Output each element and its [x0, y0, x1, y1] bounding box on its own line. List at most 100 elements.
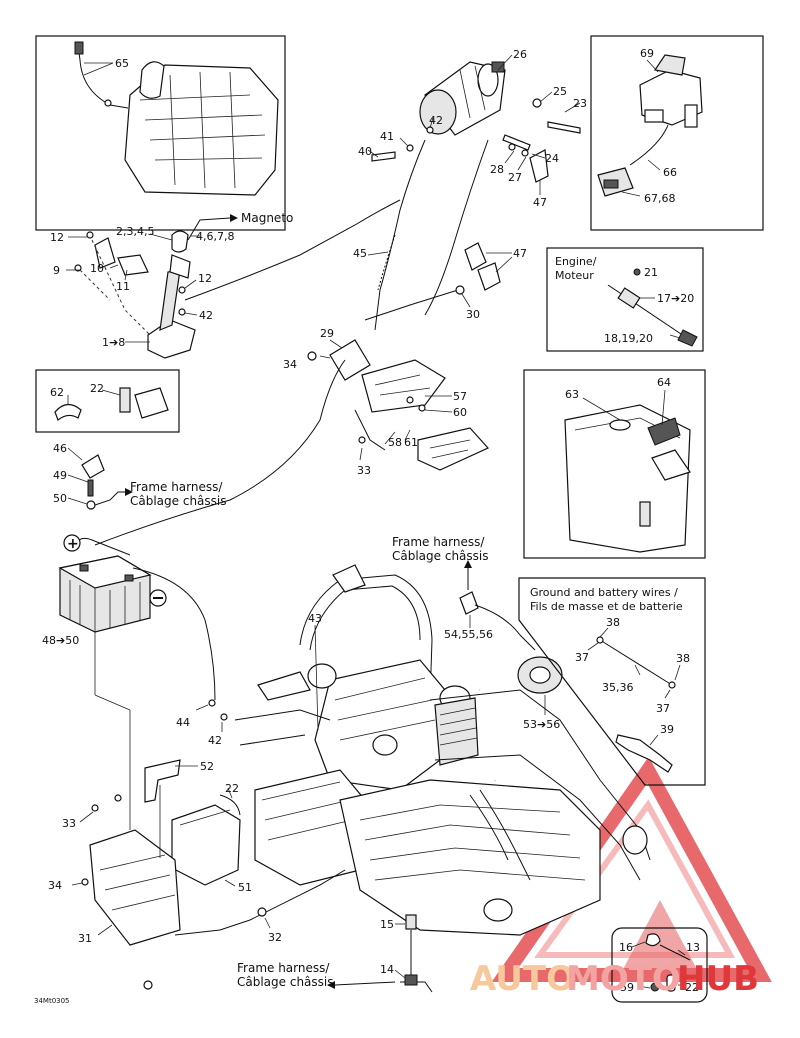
callout-47-top: 47	[533, 196, 547, 209]
callout-42-top: 42	[429, 114, 443, 127]
label-moteur: Moteur	[555, 269, 594, 282]
callout-42-mid: 42	[199, 309, 213, 322]
callout-31: 31	[78, 932, 92, 945]
box-clips-62-22: 62 22	[35, 369, 180, 433]
callout-39: 39	[660, 723, 674, 736]
callout-52: 52	[200, 760, 214, 773]
sensor-14-15: 15 14 Frame harness/ Câblage châssis	[237, 914, 433, 993]
figure-code: 34Mt0305	[34, 997, 70, 1005]
callout-40: 40	[358, 145, 372, 158]
label-cablage-chassis-1: Câblage châssis	[130, 494, 227, 508]
callout-14: 14	[380, 963, 394, 976]
label-frame-harness-2: Frame harness/	[392, 535, 485, 549]
positive-terminal-icon	[63, 534, 81, 552]
battery-holder-assembly: 52 22 51 33 34 31 32	[48, 759, 346, 990]
svg-text:+: +	[67, 536, 79, 552]
watermark-moto: MOTO	[566, 959, 681, 999]
label-fils-masse: Fils de masse et de batterie	[530, 600, 683, 613]
callout-37-b: 37	[656, 702, 670, 715]
callout-35-36: 35,36	[602, 681, 634, 694]
starter-assembly: 26 25 23 42 41 40 28 27 24 47	[358, 48, 587, 331]
callout-66: 66	[663, 166, 677, 179]
callout-10: 10	[90, 262, 104, 275]
label-engine: Engine/	[555, 255, 597, 268]
label-magneto: Magneto	[241, 211, 293, 225]
callout-18-19-20: 18,19,20	[604, 332, 653, 345]
watermark-auto: AUTO	[470, 959, 575, 999]
callout-9: 9	[53, 264, 60, 277]
regulator-bracket-assembly: 12 2,3,4,5 Magneto 4,6,7,8 9 10 11 12 42…	[50, 199, 401, 359]
callout-2-3-4-5: 2,3,4,5	[116, 225, 154, 238]
callout-46: 46	[53, 442, 67, 455]
callout-30: 30	[466, 308, 480, 321]
callout-25: 25	[553, 85, 567, 98]
callout-24: 24	[545, 152, 559, 165]
callout-59: 59	[620, 981, 634, 994]
callout-57: 57	[453, 390, 467, 403]
callout-11: 11	[116, 280, 130, 293]
callout-63: 63	[565, 388, 579, 401]
callout-34-mid: 34	[283, 358, 297, 371]
box-engine-sensor-17-20: Engine/ Moteur 21 17➔20 18,19,20	[546, 247, 704, 352]
callout-60: 60	[453, 406, 467, 419]
callout-12-left: 12	[50, 231, 64, 244]
box-oil-tank: 63 64	[523, 369, 706, 559]
callout-29: 29	[320, 327, 334, 340]
callout-12-right: 12	[198, 272, 212, 285]
label-frame-harness-1: Frame harness/	[130, 480, 223, 494]
callout-38-a: 38	[606, 616, 620, 629]
callout-33-mid: 33	[357, 464, 371, 477]
callout-43: 43	[308, 612, 322, 625]
box-engine-sensor: 65	[35, 35, 286, 231]
callout-51: 51	[238, 881, 252, 894]
callout-21: 21	[644, 266, 658, 279]
callout-13: 13	[686, 941, 700, 954]
callout-49: 49	[53, 469, 67, 482]
callout-50: 50	[53, 492, 67, 505]
callout-61: 61	[404, 436, 418, 449]
callout-22-holder: 22	[225, 782, 239, 795]
label-cablage-chassis-2: Câblage châssis	[392, 549, 489, 563]
callout-54-55-56: 54,55,56	[444, 628, 493, 641]
callout-26: 26	[513, 48, 527, 61]
callout-69: 69	[640, 47, 654, 60]
battery-assembly: + 48➔50	[42, 359, 346, 830]
callout-45: 45	[353, 247, 367, 260]
label-frame-harness-3: Frame harness/	[237, 961, 330, 975]
battery-terminal-parts: 46 49 50 Frame harness/ Câblage châssis	[53, 442, 227, 510]
callout-38-b: 38	[676, 652, 690, 665]
box-cable-ties: 16 13 59 22	[611, 927, 708, 1003]
callout-33-low: 33	[62, 817, 76, 830]
callout-28: 28	[490, 163, 504, 176]
callout-65: 65	[115, 57, 129, 70]
callout-17-20: 17➔20	[657, 292, 694, 305]
frame-harness-connector-2: Frame harness/ Câblage châssis 54,55,56 …	[392, 535, 563, 731]
callout-32: 32	[268, 931, 282, 944]
callout-22-left-box: 22	[90, 382, 104, 395]
callout-53-56: 53➔56	[523, 718, 560, 731]
callout-23: 23	[573, 97, 587, 110]
callout-47-mid: 47	[513, 247, 527, 260]
chassis-frame: 43 44 42	[176, 564, 651, 936]
callout-41: 41	[380, 130, 394, 143]
box-ignition-coil: 69 66 67,68	[590, 35, 764, 231]
callout-4-6-7-8: 4,6,7,8	[196, 230, 234, 243]
callout-67-68: 67,68	[644, 192, 676, 205]
callout-37-a: 37	[575, 651, 589, 664]
callout-16: 16	[619, 941, 633, 954]
box-ground-battery-wires: Ground and battery wires / Fils de masse…	[518, 577, 706, 786]
watermark-text: AUTO MOTO HUB	[470, 959, 759, 999]
callout-64: 64	[657, 376, 671, 389]
label-cablage-chassis-3: Câblage châssis	[237, 975, 334, 989]
cable-45-group: 45 47 30	[353, 234, 527, 321]
callout-62: 62	[50, 386, 64, 399]
bracket-assembly-29-61: 29 34 57 60 58 61 33	[283, 327, 489, 477]
callout-34-low: 34	[48, 879, 62, 892]
callout-22-box: 22	[685, 981, 699, 994]
callout-15: 15	[380, 918, 394, 931]
callout-48-50: 48➔50	[42, 634, 79, 647]
callout-42-low: 42	[208, 734, 222, 747]
callout-44: 44	[176, 716, 190, 729]
callout-27: 27	[508, 171, 522, 184]
